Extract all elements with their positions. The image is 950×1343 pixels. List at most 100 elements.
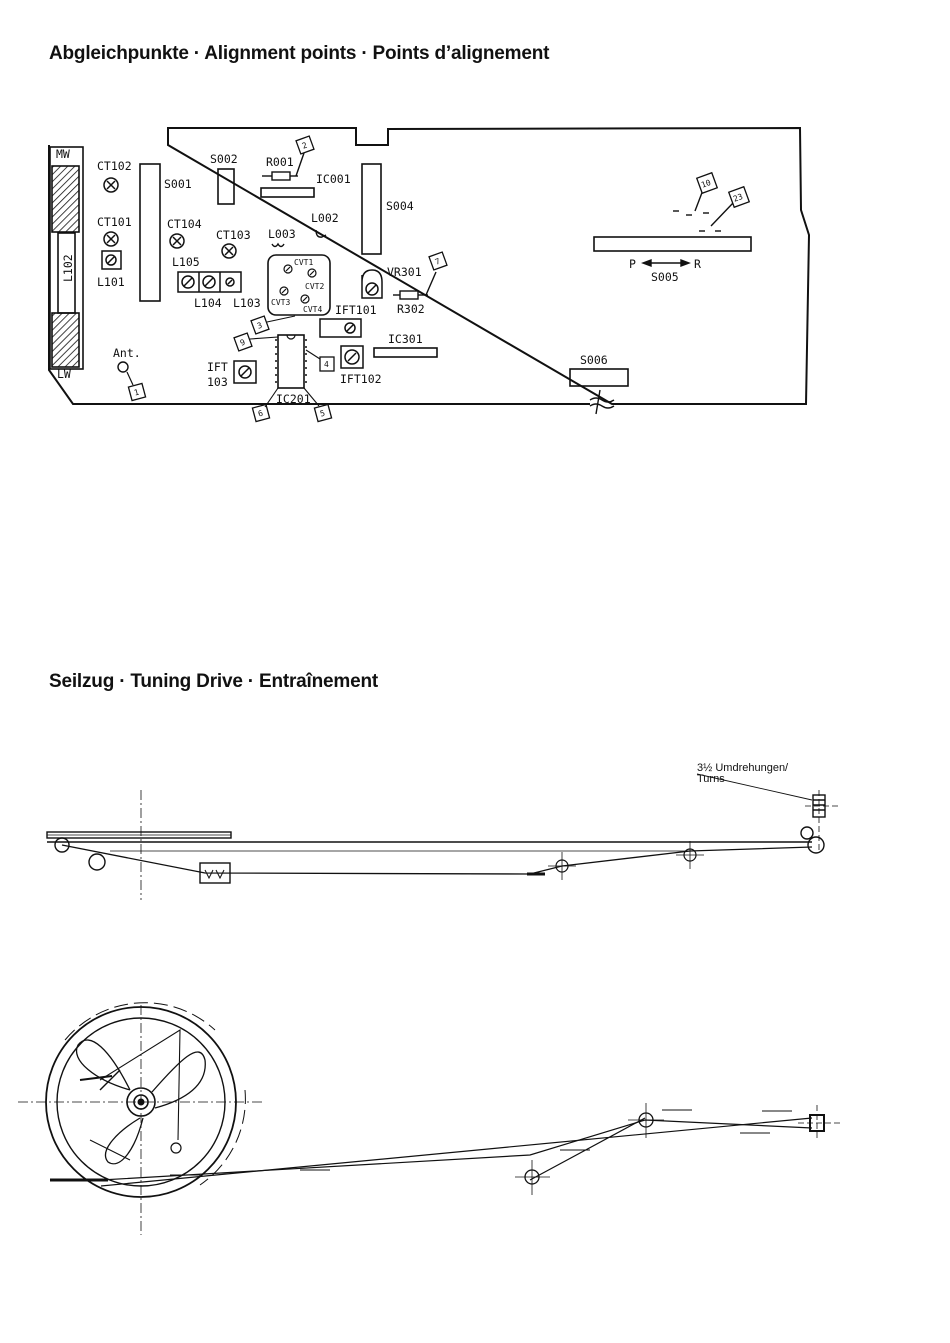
transformer-ift101 (319, 318, 362, 338)
antenna-point (117, 361, 129, 373)
svg-text:1: 1 (133, 388, 140, 398)
label-ct104: CT104 (167, 217, 202, 231)
pulley-right (683, 848, 697, 862)
turns-label-line2: Turns (697, 773, 725, 785)
tuning-capacitor (267, 254, 331, 316)
label-cvt1: CVT1 (294, 258, 313, 267)
dial-drum-inner (56, 1017, 226, 1187)
label-l101: L101 (97, 275, 125, 289)
label-ct101: CT101 (97, 215, 132, 229)
resistor-r302 (393, 271, 437, 300)
marker-leaders (249, 315, 321, 408)
marker-3: 3 (250, 315, 270, 335)
label-l104: L104 (194, 296, 222, 310)
svg-text:2: 2 (301, 141, 309, 151)
ic-ic301 (373, 347, 438, 358)
svg-text:5: 5 (319, 409, 326, 419)
alignment-points-heading: Abgleichpunkte · Alignment points · Poin… (49, 43, 550, 64)
pulley-left-2 (88, 853, 106, 871)
switch-s004 (361, 163, 382, 255)
label-mw: MW (56, 147, 70, 161)
trimmer-ct102 (103, 177, 119, 193)
label-ift102: IFT102 (340, 372, 382, 386)
switch-s002 (217, 168, 235, 205)
ic-ic001 (260, 187, 315, 198)
switch-s001 (139, 163, 161, 302)
pointer-carrier (199, 862, 231, 884)
tuning-shaft-bottom (809, 1114, 825, 1132)
label-s001: S001 (164, 177, 192, 191)
tuning-shaft-drum (812, 794, 826, 818)
label-cvt4: CVT4 (303, 305, 322, 314)
ic-ic201 (277, 334, 305, 389)
trimmer-ct101 (103, 231, 119, 247)
label-s005-p: P (629, 257, 636, 271)
s005-arrow (641, 258, 691, 268)
break-symbol (589, 389, 615, 415)
label-s004: S004 (386, 199, 414, 213)
coil-l003-symbol (271, 242, 285, 248)
label-cvt3: CVT3 (271, 298, 290, 307)
drum-spokes (75, 1039, 206, 1165)
transformer-ift102 (340, 345, 364, 369)
label-l002: L002 (311, 211, 339, 225)
pulley-left (54, 837, 70, 853)
label-vr301: VR301 (387, 265, 422, 279)
marker-6: 6 (251, 403, 271, 423)
direction-arrows (170, 1109, 792, 1176)
marker-10: 10 (695, 171, 719, 195)
label-l102: L102 (61, 254, 75, 282)
drum-hub (126, 1087, 156, 1117)
label-r302: R302 (397, 302, 425, 316)
label-ct102: CT102 (97, 159, 132, 173)
pulley-bottom-mid (524, 1169, 540, 1185)
label-s002: S002 (210, 152, 238, 166)
resistor-r001 (262, 152, 305, 181)
svg-text:6: 6 (257, 409, 264, 419)
cord-run-upper (100, 1119, 813, 1181)
switch-s005 (593, 236, 752, 252)
svg-text:10: 10 (700, 178, 712, 190)
cord-lower (61, 844, 813, 875)
dial-drum-outer (45, 1006, 237, 1198)
label-l003: L003 (268, 227, 296, 241)
cord-run-lower (100, 1117, 813, 1187)
label-s006: S006 (580, 353, 608, 367)
pulley-mid (555, 859, 569, 873)
alignment-diagram: MW LW L102 CT102 CT101 L101 Ant. S001 S0… (48, 126, 811, 423)
label-ct103: CT103 (216, 228, 251, 242)
tuning-drive-heading: Seilzug · Tuning Drive · Entraînement (49, 671, 378, 692)
switch-s006 (569, 368, 629, 387)
marker-9: 9 (233, 332, 253, 352)
label-l105: L105 (172, 255, 200, 269)
label-lw: LW (57, 367, 71, 381)
svg-text:4: 4 (324, 360, 329, 369)
svg-text:23: 23 (732, 192, 744, 204)
potentiometer-vr301 (361, 269, 383, 299)
marker-23: 23 (727, 185, 751, 209)
coil-l101 (101, 250, 122, 270)
cvt-trimmers (279, 264, 317, 304)
ferrite-antenna (49, 146, 84, 370)
test-dashes (673, 189, 734, 232)
coil-l002-symbol (315, 229, 327, 238)
label-ic001: IC001 (316, 172, 351, 186)
marker-4: 4 (319, 356, 335, 372)
label-ift101: IFT101 (335, 303, 377, 317)
label-ift103-a: IFT (207, 360, 228, 374)
coil-block-l105-l104-l103 (177, 271, 242, 293)
svg-text:7: 7 (434, 257, 442, 267)
marker-1: 1 (127, 382, 147, 402)
trimmer-ct104 (169, 233, 185, 249)
label-ic201: IC201 (276, 392, 311, 406)
marker-2: 2 (295, 135, 315, 155)
marker-7: 7 (428, 251, 448, 271)
label-r001: R001 (266, 155, 294, 169)
drum-cord-arc (64, 1002, 216, 1041)
label-ic301: IC301 (388, 332, 423, 346)
label-cvt2: CVT2 (305, 282, 324, 291)
pulley-bottom-right (638, 1112, 654, 1128)
drum-cord-path (89, 1028, 181, 1161)
pulley-end (807, 836, 825, 854)
trimmer-ct103 (221, 243, 237, 259)
